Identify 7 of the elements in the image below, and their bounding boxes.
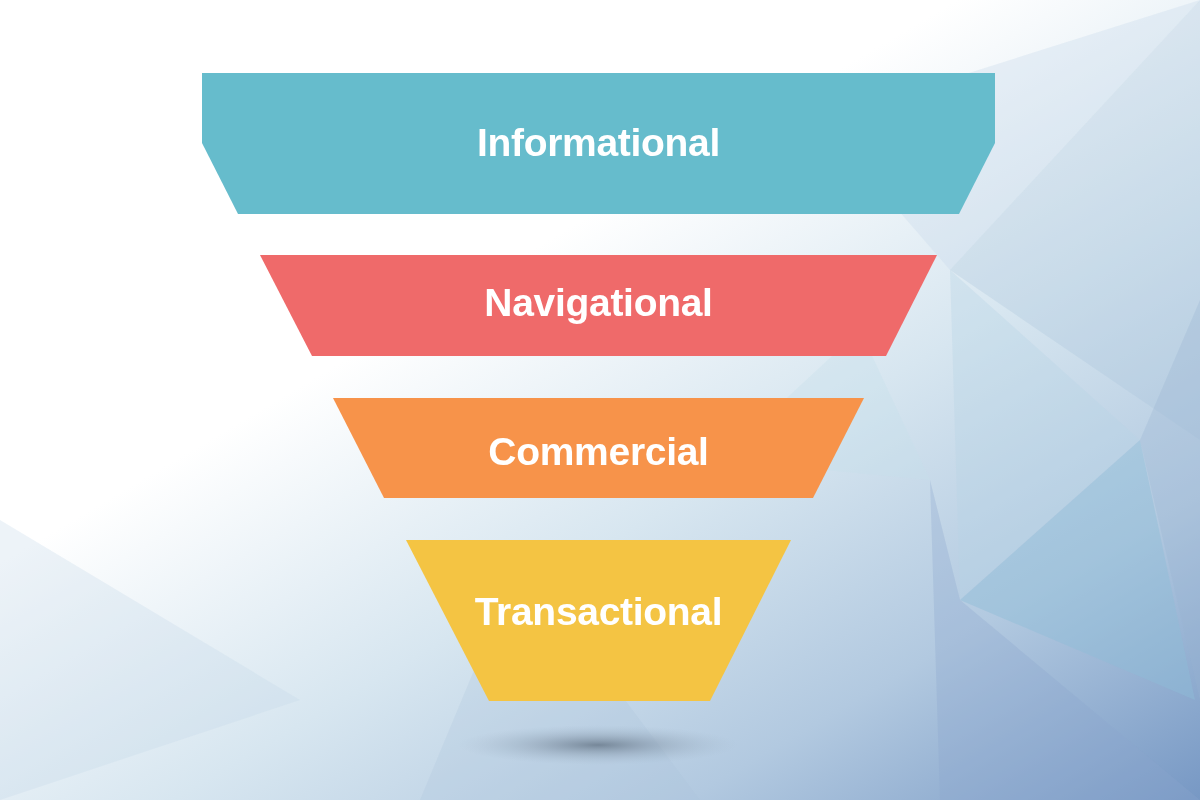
- stage-label: Commercial: [488, 429, 709, 475]
- stage-label: Transactional: [474, 590, 723, 635]
- funnel-stage: [202, 73, 995, 214]
- funnel-stage: [260, 255, 937, 356]
- stage-label: Navigational: [484, 281, 713, 326]
- stage-label: Informational: [476, 121, 721, 166]
- funnel-stage: [406, 540, 791, 701]
